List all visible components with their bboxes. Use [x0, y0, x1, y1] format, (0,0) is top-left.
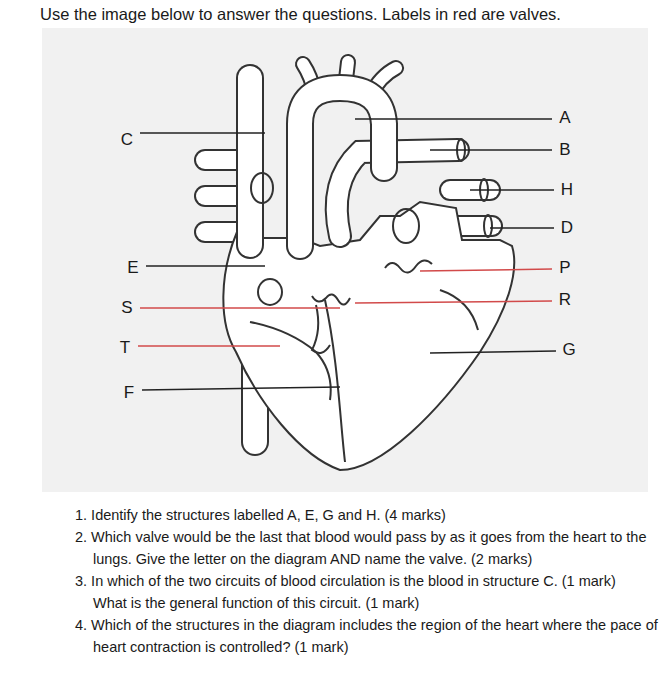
part-letter: G [562, 340, 575, 360]
part-letter: B [559, 140, 570, 160]
question-text: 3. In which of the two circuits of blood… [75, 570, 663, 592]
question-text: What is the general function of this cir… [75, 592, 663, 614]
question-text: 1. Identify the structures labelled A, E… [75, 504, 663, 526]
part-letter: S [121, 298, 132, 318]
heart-interior [250, 139, 492, 462]
part-letter: T [120, 338, 130, 358]
part-letter: R [559, 290, 571, 310]
heart-outline [223, 202, 514, 470]
part-letter: F [124, 383, 134, 403]
leader-lines [138, 119, 556, 390]
question-text: 4. Which of the structures in the diagra… [75, 614, 663, 658]
heading: Use the image below to answer the questi… [40, 5, 561, 24]
part-letter: P [559, 258, 570, 278]
part-letter: H [561, 180, 573, 200]
diagram-panel [42, 28, 648, 492]
great-vessels [250, 78, 458, 246]
question-list: 1. Identify the structures labelled A, E… [75, 504, 663, 658]
part-letter: C [121, 130, 133, 150]
part-letter: A [559, 108, 570, 128]
part-letter: E [127, 258, 138, 278]
question-text: 2. Which valve would be the last that bl… [75, 526, 663, 570]
part-letter: D [561, 218, 573, 238]
